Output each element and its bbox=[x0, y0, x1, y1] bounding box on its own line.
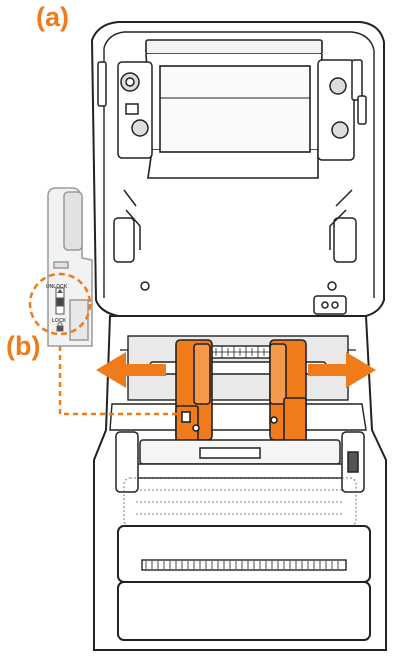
arrow-left-icon bbox=[96, 352, 166, 388]
unlock-icon bbox=[57, 289, 63, 293]
right-gear-assembly bbox=[317, 59, 367, 161]
callout-a: (a) bbox=[36, 2, 69, 32]
front-panel bbox=[117, 525, 371, 641]
left-gear-assembly bbox=[97, 61, 153, 159]
media-exit-slot-teeth bbox=[145, 561, 339, 569]
right-media-holder[interactable] bbox=[269, 339, 307, 443]
callout-leader-b bbox=[58, 328, 178, 416]
left-media-holder[interactable] bbox=[175, 339, 213, 445]
callout-b: (b) bbox=[6, 331, 41, 361]
lock-switch bbox=[55, 287, 65, 315]
lock-label: LOCK bbox=[52, 318, 67, 324]
arrow-right-icon bbox=[308, 352, 376, 388]
platen-roller bbox=[119, 439, 359, 479]
lock-callout-circle bbox=[28, 272, 92, 336]
ribbon-spindle-area bbox=[145, 39, 323, 179]
base-side-latches bbox=[115, 431, 365, 493]
lid-side-details bbox=[113, 189, 357, 291]
lock-icon bbox=[56, 322, 64, 332]
unlock-label: UNLOCK bbox=[46, 284, 68, 290]
